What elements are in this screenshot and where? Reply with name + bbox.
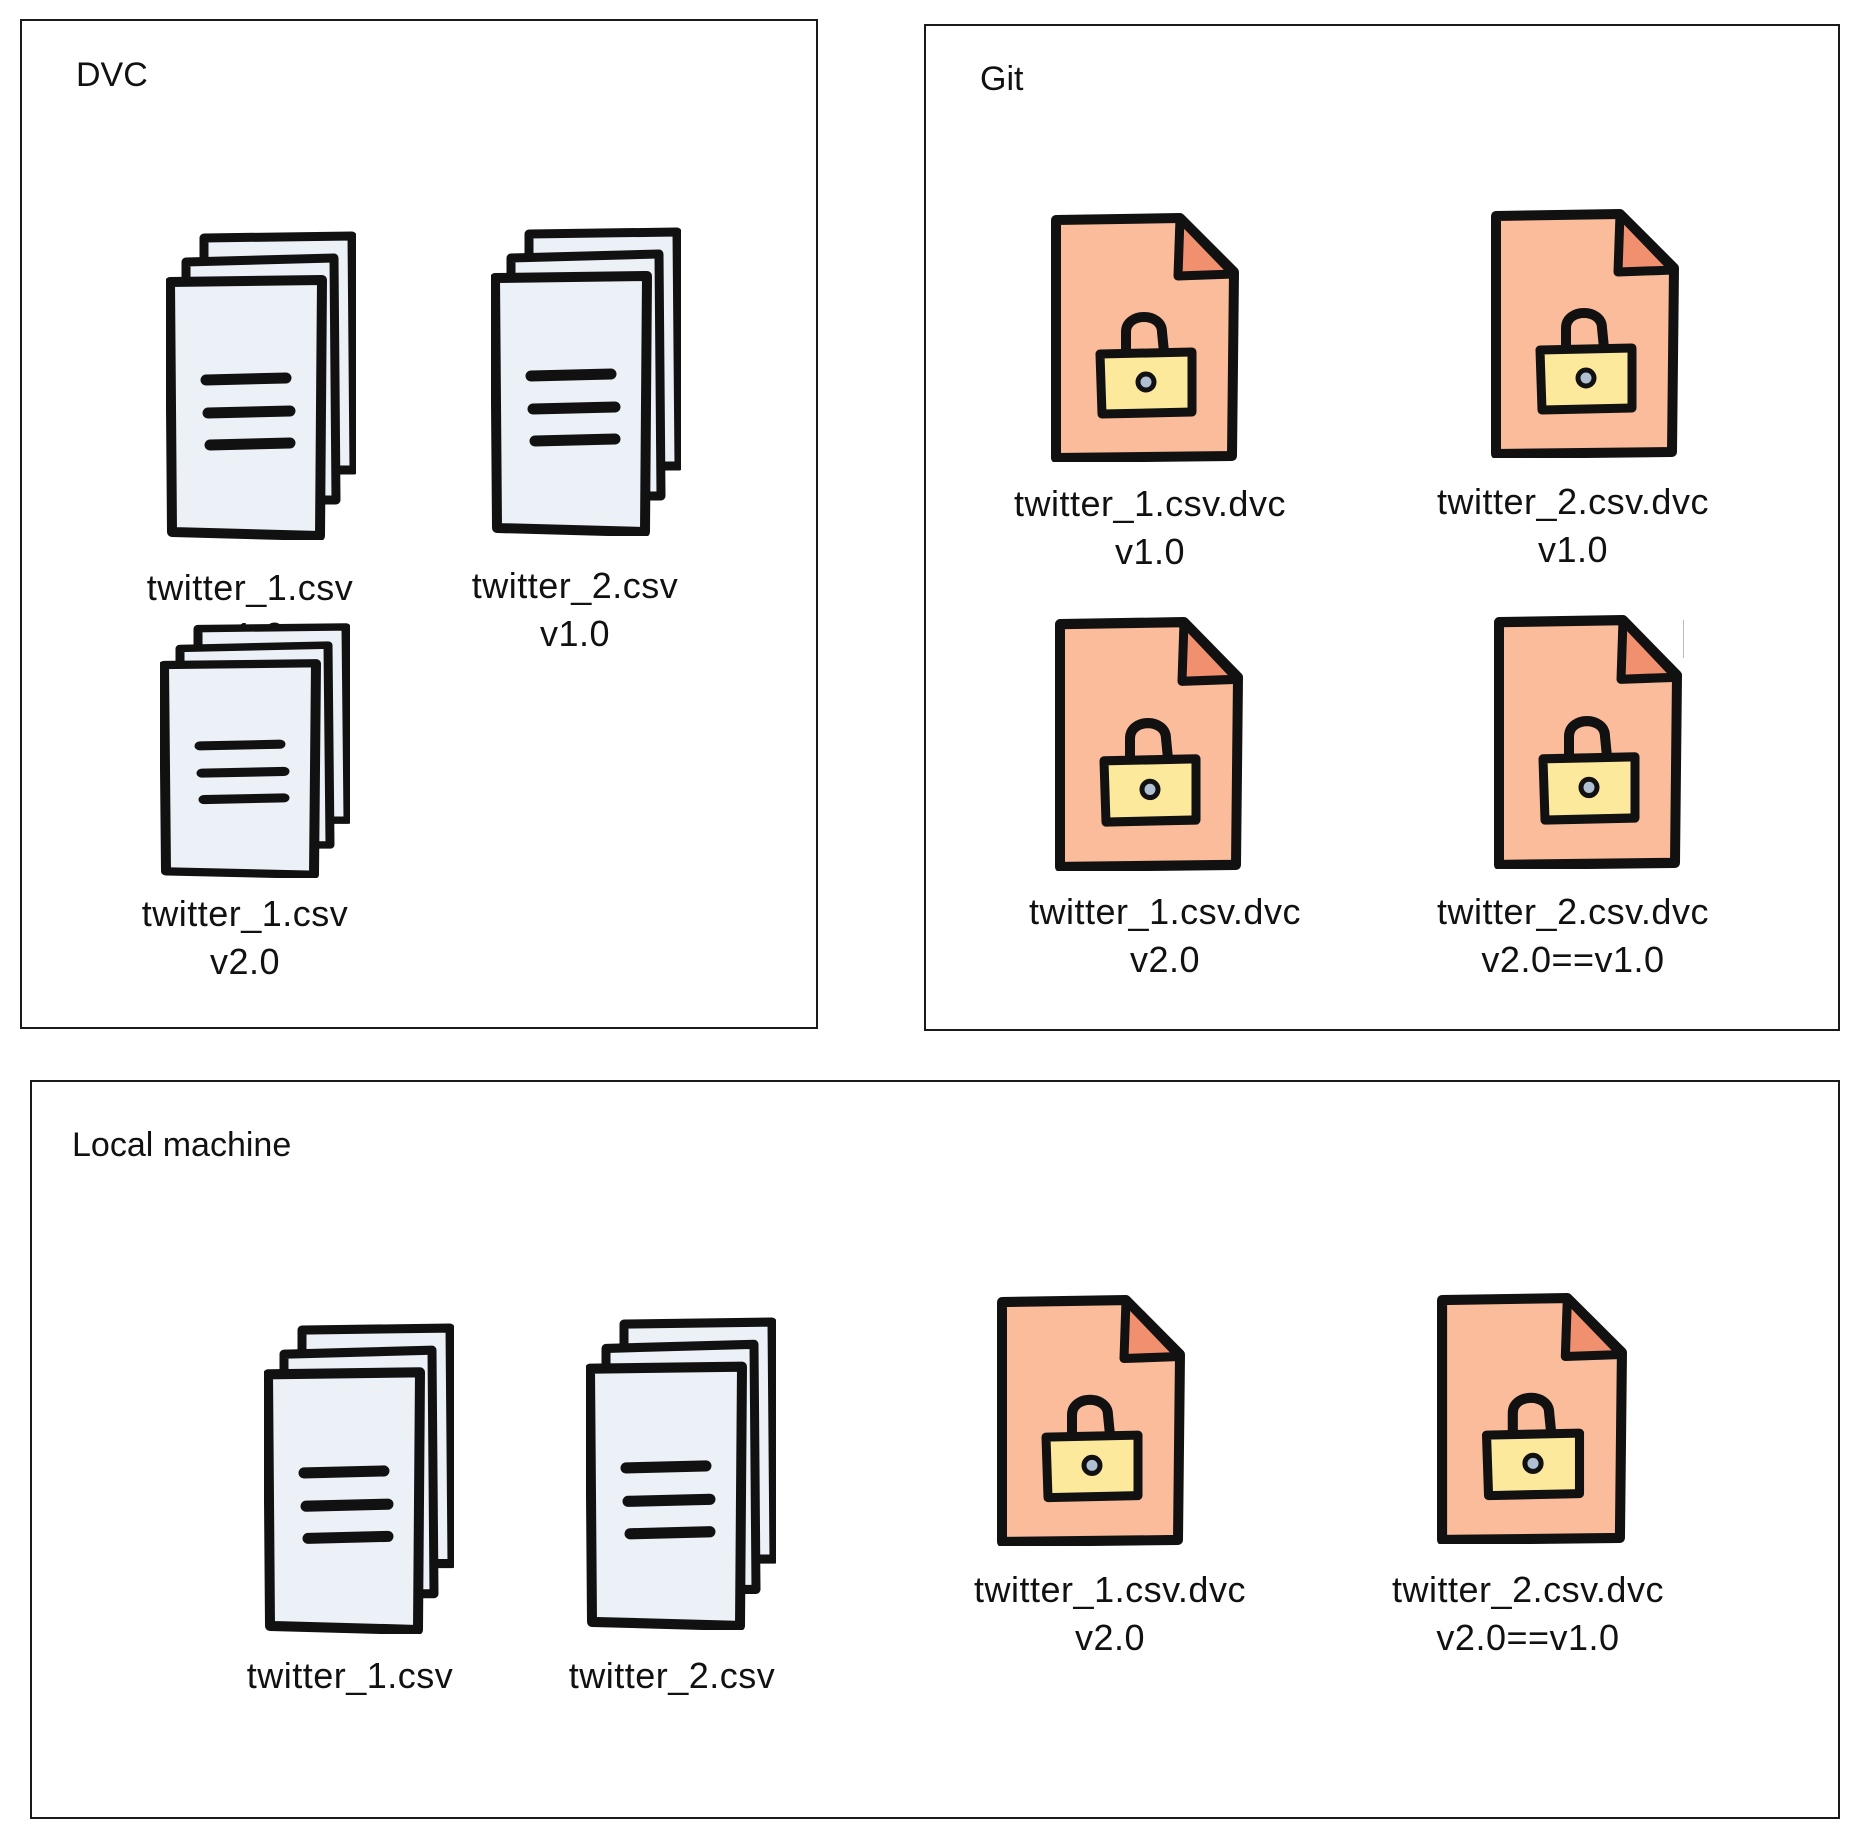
file-name: twitter_2.csv.dvc [1437, 481, 1709, 522]
git-item-label: twitter_2.csv.dvc v1.0 [1400, 478, 1746, 574]
data-file-stack-icon[interactable] [166, 230, 356, 540]
file-version: v2.0==v1.0 [1481, 939, 1665, 980]
stray-line [1683, 620, 1684, 658]
locked-dvc-file-icon[interactable] [1493, 614, 1683, 869]
file-name: twitter_2.csv [568, 1655, 776, 1696]
locked-dvc-file-icon[interactable] [1436, 1292, 1628, 1544]
git-item-label: twitter_1.csv.dvc v2.0 [995, 888, 1335, 984]
data-file-stack-icon[interactable] [160, 622, 350, 878]
data-file-stack-icon[interactable] [264, 1322, 454, 1634]
locked-dvc-file-icon[interactable] [1490, 208, 1680, 458]
file-name: twitter_1.csv [146, 567, 354, 608]
locked-dvc-file-icon[interactable] [996, 1294, 1186, 1546]
file-name: twitter_1.csv [246, 1655, 454, 1696]
locked-dvc-file-icon[interactable] [1050, 212, 1240, 462]
file-name: twitter_1.csv.dvc [1029, 891, 1301, 932]
dvc-item-label: twitter_2.csv v1.0 [425, 562, 725, 658]
local-item-label: twitter_2.csv [522, 1652, 822, 1700]
file-name: twitter_2.csv [471, 565, 679, 606]
file-version: v2.0 [209, 941, 281, 982]
file-version: v2.0 [1074, 1617, 1146, 1658]
dvc-panel-title: DVC [76, 56, 148, 94]
file-name: twitter_2.csv.dvc [1437, 891, 1709, 932]
data-file-stack-icon[interactable] [586, 1316, 776, 1630]
local-item-label: twitter_2.csv.dvc v2.0==v1.0 [1355, 1566, 1701, 1662]
file-version: v1.0 [1114, 531, 1186, 572]
git-panel-title: Git [980, 60, 1024, 98]
local-machine-panel-title: Local machine [72, 1126, 292, 1164]
file-name: twitter_1.csv [141, 893, 349, 934]
git-item-label: twitter_1.csv.dvc v1.0 [980, 480, 1320, 576]
local-item-label: twitter_1.csv.dvc v2.0 [940, 1566, 1280, 1662]
file-name: twitter_2.csv.dvc [1392, 1569, 1664, 1610]
file-version: v1.0 [1537, 529, 1609, 570]
file-name: twitter_1.csv.dvc [1014, 483, 1286, 524]
file-version: v2.0 [1129, 939, 1201, 980]
git-item-label: twitter_2.csv.dvc v2.0==v1.0 [1400, 888, 1746, 984]
data-file-stack-icon[interactable] [491, 226, 681, 536]
file-version: v2.0==v1.0 [1436, 1617, 1620, 1658]
dvc-panel [20, 19, 818, 1029]
local-item-label: twitter_1.csv [200, 1652, 500, 1700]
locked-dvc-file-icon[interactable] [1054, 616, 1244, 871]
file-name: twitter_1.csv.dvc [974, 1569, 1246, 1610]
file-version: v1.0 [539, 613, 611, 654]
dvc-item-label: twitter_1.csv v2.0 [95, 890, 395, 986]
